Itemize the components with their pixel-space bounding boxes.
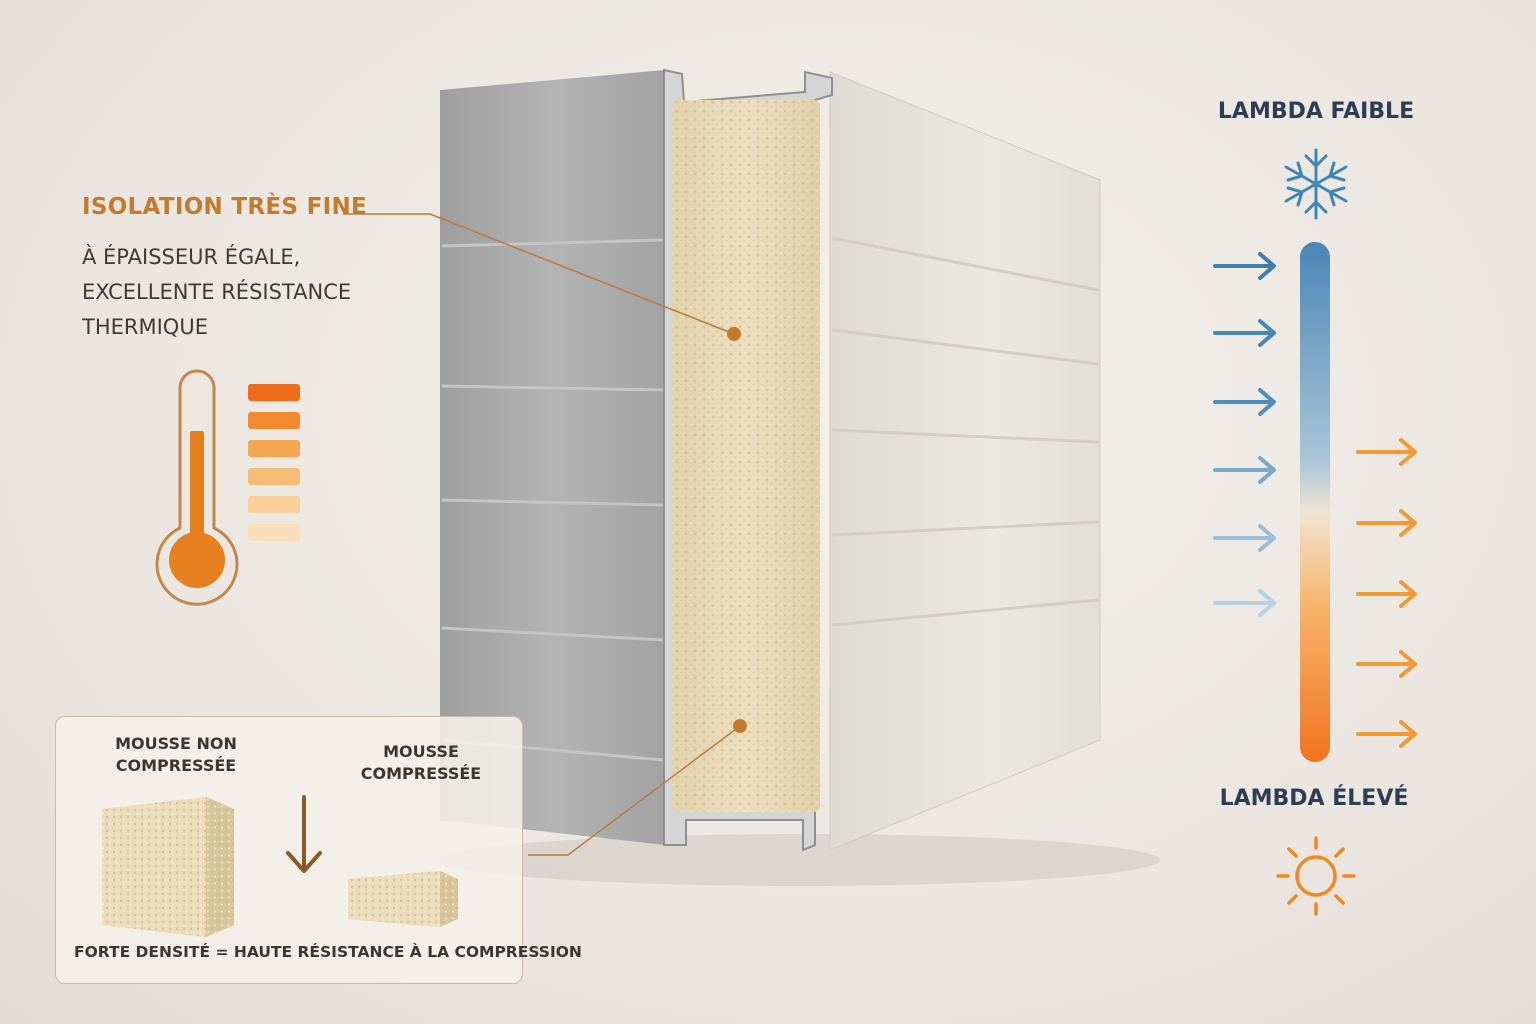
arrow-right-icon: [1356, 650, 1417, 678]
compressed-foam-block: [348, 871, 458, 927]
lambda-gradient-bar: [1300, 242, 1330, 762]
callout-line: À ÉPAISSEUR ÉGALE,: [82, 245, 301, 269]
callout-line-bottom: [528, 725, 741, 856]
arrow-right-icon: [1356, 580, 1417, 608]
arrow-right-icon: [1213, 456, 1276, 484]
compression-inset: MOUSSE NON COMPRESSÉE MOUSSE COMPRESSÉE: [55, 716, 582, 984]
outgoing-arrows: [1356, 438, 1417, 748]
panel-front-face: [440, 70, 665, 845]
arrow-right-icon: [1213, 524, 1276, 552]
arrow-right-icon: [1213, 589, 1276, 617]
foam-comparison-graphic: [102, 795, 458, 937]
callout-title: ISOLATION TRÈS FINE: [82, 194, 368, 220]
callout-dot-top: [727, 327, 741, 341]
arrow-right-icon: [1356, 438, 1417, 466]
compressed-foam-label: MOUSSE COMPRESSÉE: [360, 742, 482, 783]
lambda-high-label: LAMBDA ÉLEVÉ: [1219, 786, 1409, 811]
lambda-low-label: LAMBDA FAIBLE: [1217, 99, 1415, 124]
callout-dot-bottom: [733, 719, 747, 733]
sun-icon: [1276, 836, 1356, 916]
snowflake-icon: [1284, 148, 1348, 220]
inset-caption: FORTE DENSITÉ = HAUTE RÉSISTANCE À LA CO…: [74, 943, 582, 961]
uncompressed-foam-cube: [102, 797, 234, 937]
callout-line: THERMIQUE: [82, 315, 208, 339]
heat-level-bars: [248, 384, 300, 541]
callout-line: EXCELLENTE RÉSISTANCE: [82, 280, 352, 304]
incoming-arrows: [1213, 252, 1276, 617]
panel-side-face: [829, 71, 1101, 851]
arrow-right-icon: [1213, 252, 1276, 280]
arrow-right-icon: [1213, 319, 1276, 347]
foam-core: [672, 100, 820, 812]
callout-line-top: [343, 213, 735, 335]
callout-description: À ÉPAISSEUR ÉGALE, EXCELLENTE RÉSISTANCE…: [82, 240, 351, 345]
arrow-right-icon: [1213, 388, 1276, 416]
thermometer-icon: [155, 369, 239, 606]
uncompressed-foam-label: MOUSSE NON COMPRESSÉE: [115, 734, 237, 775]
arrow-down-icon: [286, 795, 322, 873]
arrow-right-icon: [1356, 720, 1417, 748]
arrow-right-icon: [1356, 509, 1417, 537]
